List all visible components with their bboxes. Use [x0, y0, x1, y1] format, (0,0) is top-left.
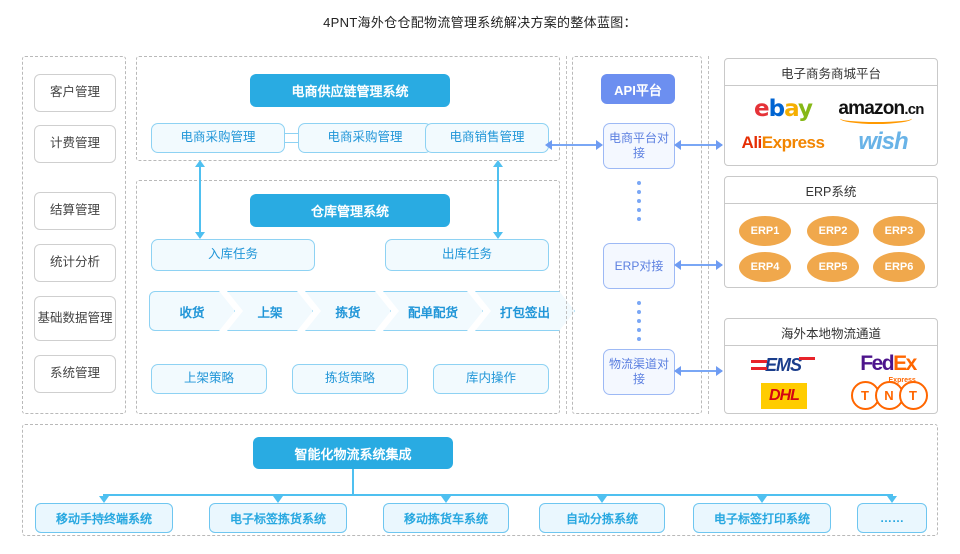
- box-erp-connect[interactable]: ERP对接: [603, 243, 675, 289]
- connector-link-1: [285, 133, 298, 143]
- dots-separator-1: [636, 181, 642, 221]
- arrow-line-to-inbound: [199, 189, 201, 234]
- dotted-separator-right: [708, 56, 709, 414]
- erp-item-6[interactable]: ERP6: [873, 252, 925, 282]
- panel-title-logistics: 海外本地物流通道: [725, 319, 937, 346]
- arrow-line-api-mall: [680, 144, 722, 146]
- bottom-container: 智能化物流系统集成 移动手持终端系统 电子标签拣货系统 移动拣货车系统 自动分拣…: [22, 424, 938, 536]
- dots-separator-2: [636, 301, 642, 341]
- panel-title-erp: ERP系统: [725, 177, 937, 204]
- box-ecommerce-sales[interactable]: 电商销售管理: [425, 123, 549, 153]
- erp-item-5[interactable]: ERP5: [807, 252, 859, 282]
- step-pack-signout[interactable]: 打包签出: [475, 291, 575, 331]
- arrow-line-api-logistics: [680, 370, 722, 372]
- sidebar-container: 客户管理 计费管理 结算管理 统计分析 基础数据管理 系统管理: [22, 56, 126, 414]
- arrow-head-sales-right: [596, 140, 603, 150]
- box-etag-printing-system[interactable]: 电子标签打印系统: [693, 503, 831, 533]
- supply-chain-header: 电商供应链管理系统: [250, 74, 450, 107]
- tree-arrow-4: [597, 496, 607, 503]
- warehouse-header: 仓库管理系统: [250, 194, 450, 227]
- step-putaway[interactable]: 上架: [227, 291, 313, 331]
- arrow-line-outbound-up: [497, 166, 499, 209]
- arrow-head-api-mall-left: [674, 140, 681, 150]
- sidebar-item-billing[interactable]: 计费管理: [34, 125, 116, 163]
- arrow-head-api-log-left: [674, 366, 681, 376]
- tree-arrow-3: [441, 496, 451, 503]
- ebay-logo: ebay: [754, 96, 813, 122]
- amazon-logo: amazon.cn: [833, 96, 929, 124]
- tree-arrow-6: [887, 496, 897, 503]
- step-picking[interactable]: 拣货: [305, 291, 391, 331]
- arrow-head-to-inbound: [195, 232, 205, 239]
- arrow-line-sales-api: [551, 144, 601, 146]
- arrow-head-to-outbound: [493, 232, 503, 239]
- bottom-header: 智能化物流系统集成: [253, 437, 453, 469]
- dhl-logo: DHL: [743, 382, 825, 410]
- panel-title-mall: 电子商务商城平台: [725, 59, 937, 86]
- arrow-head-api-erp-right: [716, 260, 723, 270]
- api-container: API平台 电商平台对接 ERP对接 物流渠道对接: [572, 56, 702, 414]
- box-inbound-task[interactable]: 入库任务: [151, 239, 315, 271]
- erp-item-1[interactable]: ERP1: [739, 216, 791, 246]
- sidebar-item-settlement[interactable]: 结算管理: [34, 192, 116, 230]
- box-putaway-strategy[interactable]: 上架策略: [151, 364, 267, 394]
- dotted-separator-left: [566, 56, 567, 414]
- arrow-head-sales-left: [545, 140, 552, 150]
- step-order-allocation[interactable]: 配单配货: [383, 291, 483, 331]
- sidebar-item-basedata[interactable]: 基础数据管理: [34, 296, 116, 341]
- supply-chain-container: 电商供应链管理系统 电商采购管理 电商采购管理 电商销售管理: [136, 56, 560, 161]
- box-ecommerce-purchase-2[interactable]: 电商采购管理: [298, 123, 432, 153]
- panel-ecommerce-mall: 电子商务商城平台 ebay amazon.cn AliExpress wish: [724, 58, 938, 166]
- tree-bus: [103, 494, 892, 496]
- box-ecommerce-purchase-1[interactable]: 电商采购管理: [151, 123, 285, 153]
- sidebar-item-statistics[interactable]: 统计分析: [34, 244, 116, 282]
- aliexpress-logo: AliExpress: [741, 133, 825, 152]
- arrow-line-api-erp: [680, 264, 722, 266]
- tree-arrow-2: [273, 496, 283, 503]
- arrow-head-api-mall-right: [716, 140, 723, 150]
- erp-item-3[interactable]: ERP3: [873, 216, 925, 246]
- erp-item-4[interactable]: ERP4: [739, 252, 791, 282]
- arrow-line-inbound-up: [199, 166, 201, 209]
- sidebar-item-system[interactable]: 系统管理: [34, 355, 116, 393]
- box-inwarehouse-operation[interactable]: 库内操作: [433, 364, 549, 394]
- panel-erp-systems: ERP系统 ERP1 ERP2 ERP3 ERP4 ERP5 ERP6: [724, 176, 938, 288]
- box-more[interactable]: ……: [857, 503, 927, 533]
- tree-arrow-5: [757, 496, 767, 503]
- tree-arrow-1: [99, 496, 109, 503]
- box-logistics-channel-connect[interactable]: 物流渠道对接: [603, 349, 675, 395]
- box-outbound-task[interactable]: 出库任务: [385, 239, 549, 271]
- step-receiving[interactable]: 收货: [149, 291, 235, 331]
- wish-logo: wish: [858, 128, 908, 155]
- tree-stem: [352, 469, 354, 495]
- warehouse-container: 仓库管理系统 入库任务 出库任务 收货 上架 拣货 配单配货 打包签出 上架策略…: [136, 180, 560, 414]
- arrow-line-to-outbound: [497, 189, 499, 234]
- box-mobile-handheld-system[interactable]: 移动手持终端系统: [35, 503, 173, 533]
- erp-item-2[interactable]: ERP2: [807, 216, 859, 246]
- arrow-head-outbound-up: [493, 160, 503, 167]
- arrow-head-inbound-up: [195, 160, 205, 167]
- box-ecommerce-platform-connect[interactable]: 电商平台对接: [603, 123, 675, 169]
- api-platform-header: API平台: [601, 74, 675, 104]
- box-mobile-picking-cart-system[interactable]: 移动拣货车系统: [383, 503, 509, 533]
- sidebar-item-customer[interactable]: 客户管理: [34, 74, 116, 112]
- box-etag-picking-system[interactable]: 电子标签拣货系统: [209, 503, 347, 533]
- box-picking-strategy[interactable]: 拣货策略: [292, 364, 408, 394]
- box-auto-sorting-system[interactable]: 自动分拣系统: [539, 503, 665, 533]
- arrow-head-api-erp-left: [674, 260, 681, 270]
- page-title: 4PNT海外仓仓配物流管理系统解决方案的整体蓝图：: [323, 15, 637, 30]
- ems-logo: EMS: [743, 352, 823, 378]
- arrow-head-api-log-right: [716, 366, 723, 376]
